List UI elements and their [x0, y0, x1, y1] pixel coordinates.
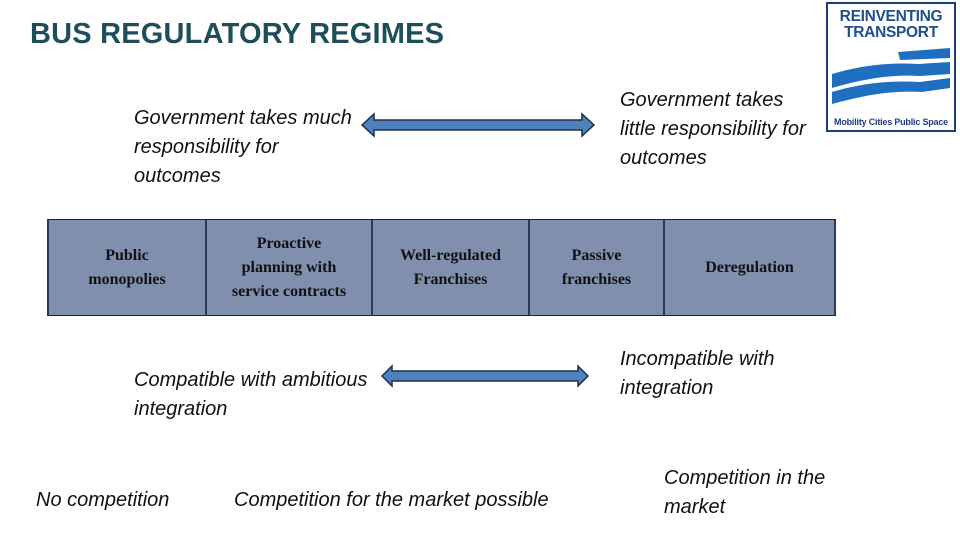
regime-spectrum-bar: Public monopolies Proactive planning wit…: [47, 219, 836, 316]
regime-cell-deregulation: Deregulation: [663, 220, 836, 315]
compatible-integration-text: Compatible with ambitious integration: [134, 369, 368, 420]
regime-label: Public monopolies: [88, 246, 166, 288]
regime-label: Well-regulated Franchises: [399, 246, 502, 288]
regime-label: Proactive planning with service contract…: [231, 234, 347, 300]
no-competition-text: No competition: [36, 489, 170, 511]
logo-line-1: REINVENTING: [839, 8, 943, 25]
slide-title: BUS REGULATORY REGIMES: [30, 18, 445, 50]
competition-for-market-text: Competition for the market possible: [234, 489, 549, 511]
reinventing-transport-logo: REINVENTING TRANSPORT Mobility Cities Pu…: [826, 2, 956, 132]
double-arrow-icon: [380, 364, 590, 388]
regime-cell-proactive-planning: Proactive planning with service contract…: [205, 220, 371, 315]
regime-label: Deregulation: [705, 258, 794, 276]
logo-tagline: Mobility Cities Public Space: [834, 117, 948, 127]
regime-label: Passive franchises: [561, 246, 632, 288]
logo-line-2: TRANSPORT: [844, 24, 938, 41]
gov-little-responsibility-text: Government takes little responsibility f…: [620, 89, 806, 169]
regime-cell-public-monopolies: Public monopolies: [47, 220, 205, 315]
regime-cell-passive-franchises: Passive franchises: [528, 220, 663, 315]
double-arrow-icon: [360, 112, 596, 138]
regime-cell-well-regulated-franchises: Well-regulated Franchises: [371, 220, 528, 315]
gov-much-responsibility-text: Government takes much responsibility for…: [134, 107, 352, 187]
competition-in-market-text: Competition in the market: [664, 467, 826, 518]
incompatible-integration-text: Incompatible with integration: [620, 348, 775, 399]
logo-wave-icon: [832, 48, 950, 104]
